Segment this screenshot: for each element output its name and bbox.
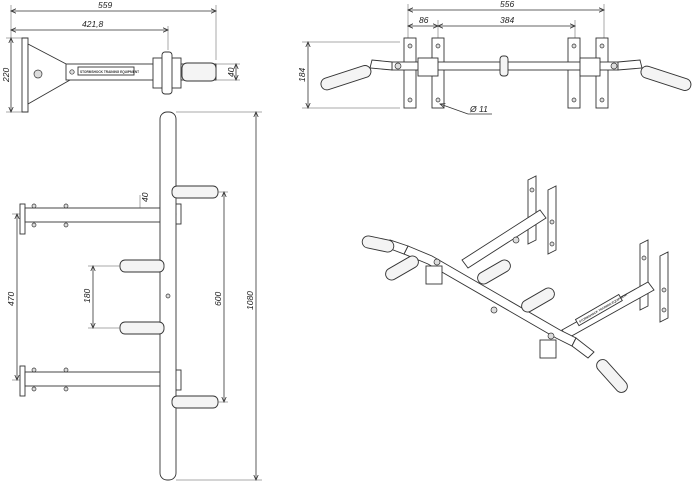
- top-view: 559 421,8 220 STORMSHOCK TRAINING EQUIPM…: [1, 0, 240, 112]
- top-brand-label: STORMSHOCK TRAINING EQUIPMENT: [80, 70, 139, 74]
- dim-total-width: 556: [500, 0, 514, 9]
- iso-brand-plate: [574, 293, 623, 327]
- dim-outer-handle-spacing: 600: [213, 292, 223, 306]
- dim-total-length: 559: [98, 0, 112, 10]
- dim-arm-gap: 470: [6, 292, 16, 306]
- dim-bracket-width: 86: [419, 15, 429, 25]
- dim-bracket-spacing: 384: [500, 15, 514, 25]
- dim-front-height: 184: [297, 68, 307, 82]
- dim-bar-offset-top: 40: [226, 67, 236, 77]
- dim-bar-offset-side: 40: [140, 192, 150, 202]
- side-view: 470 40 180 600: [6, 112, 262, 480]
- dim-arm-length: 421,8: [82, 19, 104, 29]
- dim-inner-handle-spacing: 180: [82, 289, 92, 303]
- dim-bar-length: 1080: [245, 291, 255, 310]
- dim-bracket-height: 220: [1, 68, 11, 83]
- top-brand-plate: [77, 66, 135, 76]
- iso-view: STORMSHOCK TRAINING EQUIPMENT: [361, 175, 669, 393]
- dim-hole-diameter: Ø 11: [469, 104, 488, 114]
- front-view: 556 86 384 184: [297, 0, 692, 115]
